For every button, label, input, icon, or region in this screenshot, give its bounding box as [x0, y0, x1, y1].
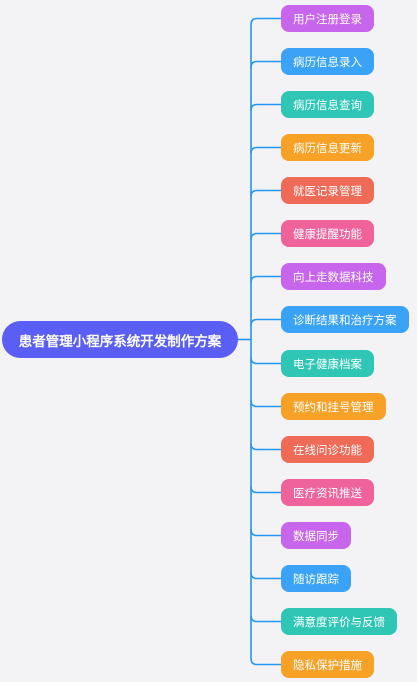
branch-connector: [250, 572, 281, 580]
branch-connector: [250, 103, 281, 111]
branch-node[interactable]: 满意度评价与反馈: [281, 608, 397, 635]
branch-connector: [250, 60, 281, 68]
branch-node[interactable]: 诊断结果和治疗方案: [281, 306, 409, 333]
root-topic[interactable]: 患者管理小程序系统开发制作方案: [2, 321, 238, 358]
branch-node[interactable]: 用户注册登录: [281, 5, 374, 32]
branch-node[interactable]: 预约和挂号管理: [281, 393, 386, 420]
branch-connector: [250, 232, 281, 240]
branch-connector: [250, 529, 281, 537]
branch-connector: [250, 615, 281, 623]
branch-connector: [250, 189, 281, 197]
branch-connector: [250, 658, 281, 666]
branch-node[interactable]: 就医记录管理: [281, 177, 374, 204]
branch-connector: [250, 146, 281, 154]
branch-node[interactable]: 病历信息录入: [281, 48, 374, 75]
branch-connector: [250, 17, 281, 25]
branch-node[interactable]: 在线问诊功能: [281, 436, 374, 463]
branch-connector: [250, 486, 281, 494]
branch-node[interactable]: 隐私保护措施: [281, 651, 374, 678]
branch-node[interactable]: 向上走数据科技: [281, 263, 386, 290]
branch-node[interactable]: 病历信息更新: [281, 134, 374, 161]
branch-node[interactable]: 数据同步: [281, 522, 351, 549]
branch-node[interactable]: 健康提醒功能: [281, 220, 374, 247]
branch-node[interactable]: 医疗资讯推送: [281, 479, 374, 506]
branch-node[interactable]: 电子健康档案: [281, 350, 374, 377]
branch-connector: [250, 318, 281, 326]
branch-connector: [250, 443, 281, 451]
branch-connector: [250, 357, 281, 365]
branch-connector: [250, 400, 281, 408]
branch-connector: [250, 275, 281, 283]
branch-node[interactable]: 随访跟踪: [281, 565, 351, 592]
branch-node[interactable]: 病历信息查询: [281, 91, 374, 118]
